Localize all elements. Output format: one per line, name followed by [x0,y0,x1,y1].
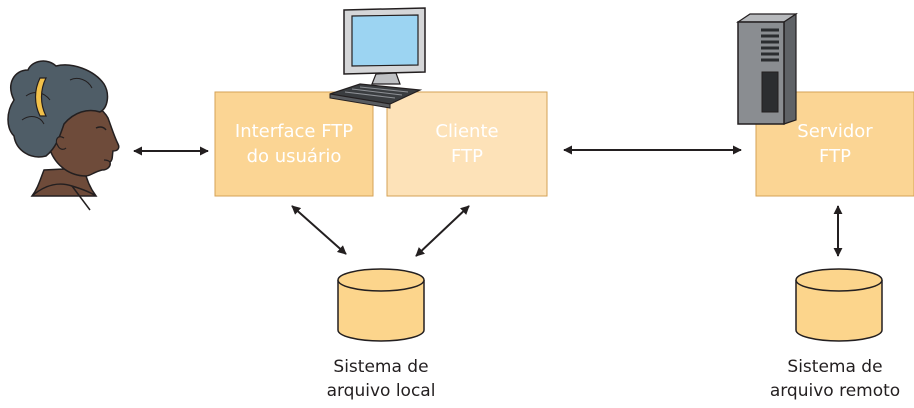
client-box: Cliente FTP [387,92,547,196]
remote-filesystem-label-line2: arquivo remoto [769,381,901,401]
server-label-line2: FTP [819,146,851,167]
user-interface-label-line2: do usuário [246,146,342,167]
arrow-client-localfs [415,205,470,257]
database-icon [337,268,425,342]
local-filesystem-label-line1: Sistema de [333,357,429,377]
server-box: Servidor FTP [756,92,914,196]
remote-filesystem-label: Sistema de arquivo remoto [760,355,910,403]
local-filesystem-label: Sistema de arquivo local [306,355,456,403]
user-interface-box: Interface FTP do usuário [215,92,373,196]
computer-monitor-icon [343,7,426,85]
database-icon [795,268,883,342]
user-interface-label-line1: Interface FTP [234,121,354,142]
client-label-line1: Cliente [435,121,499,142]
server-tower-icon [736,12,798,125]
remote-filesystem-label-line1: Sistema de [787,357,883,377]
user-interface-box-bg [214,91,374,197]
person-icon [7,60,120,211]
keyboard-icon [329,83,423,109]
client-label-line2: FTP [451,146,483,167]
local-filesystem-label-line2: arquivo local [326,381,436,401]
server-label-line1: Servidor [797,121,873,142]
arrow-interface-localfs [291,205,347,255]
client-box-bg [386,91,548,197]
